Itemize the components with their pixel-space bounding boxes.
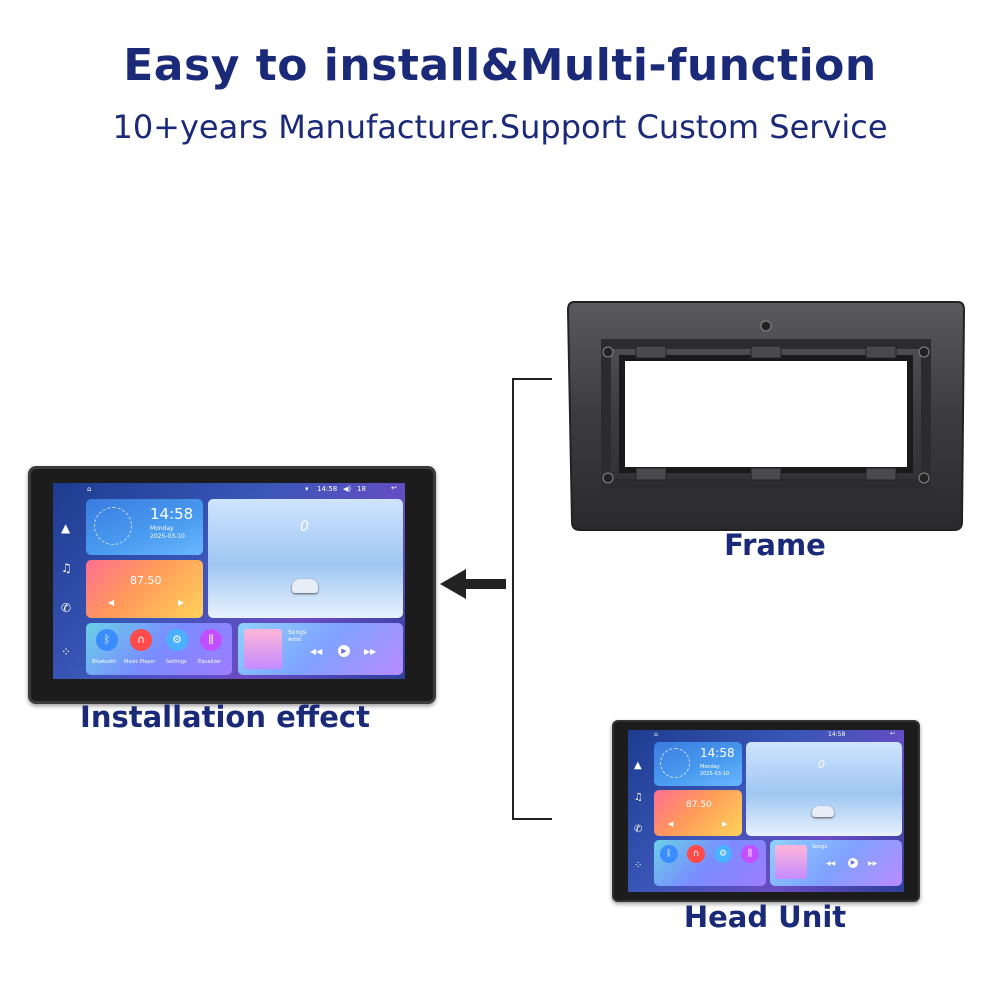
music-widget[interactable]: Songs Artist ◀◀ ▶ ▶▶ xyxy=(238,623,403,675)
wifi-icon: ▾ xyxy=(305,485,309,493)
back-icon-small[interactable]: ↩ xyxy=(890,730,896,737)
next-icon-small[interactable]: ▶ xyxy=(722,820,728,828)
rewind-icon-small[interactable]: ◀◀ xyxy=(826,860,836,867)
bluetooth-icon[interactable]: ᛒ xyxy=(96,629,118,651)
navigation-icon-small[interactable]: ▲ xyxy=(634,760,642,771)
sidebar: ▲ ♫ ✆ ⁘ xyxy=(53,497,79,679)
app-label-bluetooth: Bluetooth xyxy=(92,659,117,665)
forward-icon-small[interactable]: ▶▶ xyxy=(868,860,878,867)
status-extra: 18 xyxy=(357,485,366,493)
bluetooth-icon-small[interactable]: ᛒ xyxy=(660,845,678,863)
prev-icon-small[interactable]: ◀ xyxy=(668,820,674,828)
headphones-icon[interactable]: ∩ xyxy=(130,629,152,651)
page-subtitle: 10+years Manufacturer.Support Custom Ser… xyxy=(112,108,888,146)
head-unit-image: ⌂ 14:58 ↩ ▲ ♫ ✆ ⁘ 14:58 Monday 2025-03-1… xyxy=(612,720,920,902)
navigation-icon[interactable]: ▲ xyxy=(61,521,71,535)
status-bar-small: ⌂ 14:58 ↩ xyxy=(628,730,904,740)
dashboard-widget[interactable]: 0 xyxy=(208,499,403,618)
home-icon: ⌂ xyxy=(87,485,92,493)
clock-date: 2025-03-10 xyxy=(150,533,185,540)
album-art-small xyxy=(775,845,807,879)
prev-icon[interactable]: ◀ xyxy=(108,598,115,607)
speed-value: 0 xyxy=(300,519,309,535)
car-icon xyxy=(292,579,318,593)
app-label-settings: Settings xyxy=(166,659,187,665)
frame-image xyxy=(566,300,966,532)
forward-icon[interactable]: ▶▶ xyxy=(364,647,377,656)
bracket-connector xyxy=(512,378,514,820)
clock-time-small: 14:58 xyxy=(700,746,735,760)
headphones-icon-small[interactable]: ∩ xyxy=(687,845,705,863)
radio-widget[interactable]: 87.50 ◀ ▶ xyxy=(86,560,203,618)
phone-icon[interactable]: ✆ xyxy=(61,601,72,615)
album-art xyxy=(244,629,282,669)
status-time-small: 14:58 xyxy=(828,731,846,738)
status-time: 14:58 xyxy=(317,485,338,493)
music-artist: Artist xyxy=(288,637,302,643)
play-icon[interactable]: ▶ xyxy=(338,645,350,657)
apps-widget: ᛒ ∩ ⚙ ⫼ Bluetooth Music Player Settings … xyxy=(86,623,232,675)
music-note-icon[interactable]: ♫ xyxy=(61,561,72,575)
bracket-top xyxy=(512,378,552,380)
volume-icon: ◀) xyxy=(343,485,352,493)
clock-time: 14:58 xyxy=(150,505,194,523)
frame-caption: Frame xyxy=(724,528,826,562)
fm-frequency: 87.50 xyxy=(130,574,162,587)
phone-icon-small[interactable]: ✆ xyxy=(634,824,643,835)
gear-icon-small[interactable]: ⚙ xyxy=(714,845,732,863)
status-bar: ⌂ ▾ 14:58 ◀) 18 ↩ xyxy=(53,483,405,497)
installation-effect-image: ⌂ ▾ 14:58 ◀) 18 ↩ ▲ ♫ ✆ ⁘ 14:58 Monday 2… xyxy=(28,466,436,704)
head-unit-screen: ⌂ ▾ 14:58 ◀) 18 ↩ ▲ ♫ ✆ ⁘ 14:58 Monday 2… xyxy=(53,483,405,679)
clock-weekday: Monday xyxy=(150,525,174,532)
car-icon-small xyxy=(812,806,834,817)
home-icon-small: ⌂ xyxy=(654,731,658,738)
app-label-equalizer: Equalizer xyxy=(198,659,222,665)
music-title-small: Songs xyxy=(812,844,828,850)
next-icon[interactable]: ▶ xyxy=(178,598,185,607)
head-unit-caption: Head Unit xyxy=(683,900,847,934)
analog-clock xyxy=(94,507,132,545)
clock-widget-small[interactable]: 14:58 Monday 2025-03-10 xyxy=(654,742,742,786)
music-widget-small[interactable]: Songs ▶ ◀◀ ▶▶ xyxy=(770,840,902,886)
gear-icon[interactable]: ⚙ xyxy=(166,629,188,651)
equalizer-icon[interactable]: ⫼ xyxy=(200,629,222,651)
clock-weekday-small: Monday xyxy=(700,764,720,770)
sidebar-small: ▲ ♫ ✆ ⁘ xyxy=(628,740,648,892)
analog-clock-small xyxy=(660,748,690,778)
dashboard-widget-small[interactable]: 0 xyxy=(746,742,902,836)
app-grid-icon[interactable]: ⁘ xyxy=(61,645,72,659)
radio-widget-small[interactable]: 87.50 ◀ ▶ xyxy=(654,790,742,836)
back-icon[interactable]: ↩ xyxy=(391,484,397,492)
head-unit-screen-small: ⌂ 14:58 ↩ ▲ ♫ ✆ ⁘ 14:58 Monday 2025-03-1… xyxy=(628,730,904,892)
page-title: Easy to install&Multi-function xyxy=(123,40,877,91)
arrow-left-icon xyxy=(440,566,506,602)
music-note-icon-small[interactable]: ♫ xyxy=(634,792,643,803)
rewind-icon[interactable]: ◀◀ xyxy=(310,647,323,656)
installation-effect-caption: Installation effect xyxy=(80,700,370,734)
app-label-music: Music Player xyxy=(124,659,156,665)
fm-frequency-small: 87.50 xyxy=(686,800,712,810)
apps-widget-small: ᛒ ∩ ⚙ ⫼ xyxy=(654,840,766,886)
music-title: Songs xyxy=(288,629,307,636)
equalizer-icon-small[interactable]: ⫼ xyxy=(741,845,759,863)
play-icon-small[interactable]: ▶ xyxy=(848,858,858,868)
clock-widget[interactable]: 14:58 Monday 2025-03-10 xyxy=(86,499,203,555)
speed-value-small: 0 xyxy=(818,758,825,771)
clock-date-small: 2025-03-10 xyxy=(700,771,730,777)
app-grid-icon-small[interactable]: ⁘ xyxy=(634,860,643,871)
bracket-bottom xyxy=(512,818,552,820)
